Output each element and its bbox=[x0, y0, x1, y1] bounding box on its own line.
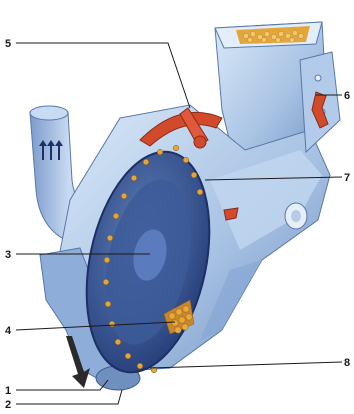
callout-2: 2 bbox=[5, 399, 11, 411]
callout-7: 7 bbox=[344, 172, 350, 184]
callout-6: 6 bbox=[344, 90, 350, 102]
callout-8: 8 bbox=[344, 357, 350, 369]
callout-4: 4 bbox=[5, 325, 12, 337]
callout-1: 1 bbox=[5, 385, 11, 397]
air-up-arrows-icon bbox=[39, 140, 63, 160]
callout-3: 3 bbox=[5, 249, 11, 261]
callout-5: 5 bbox=[5, 38, 11, 50]
